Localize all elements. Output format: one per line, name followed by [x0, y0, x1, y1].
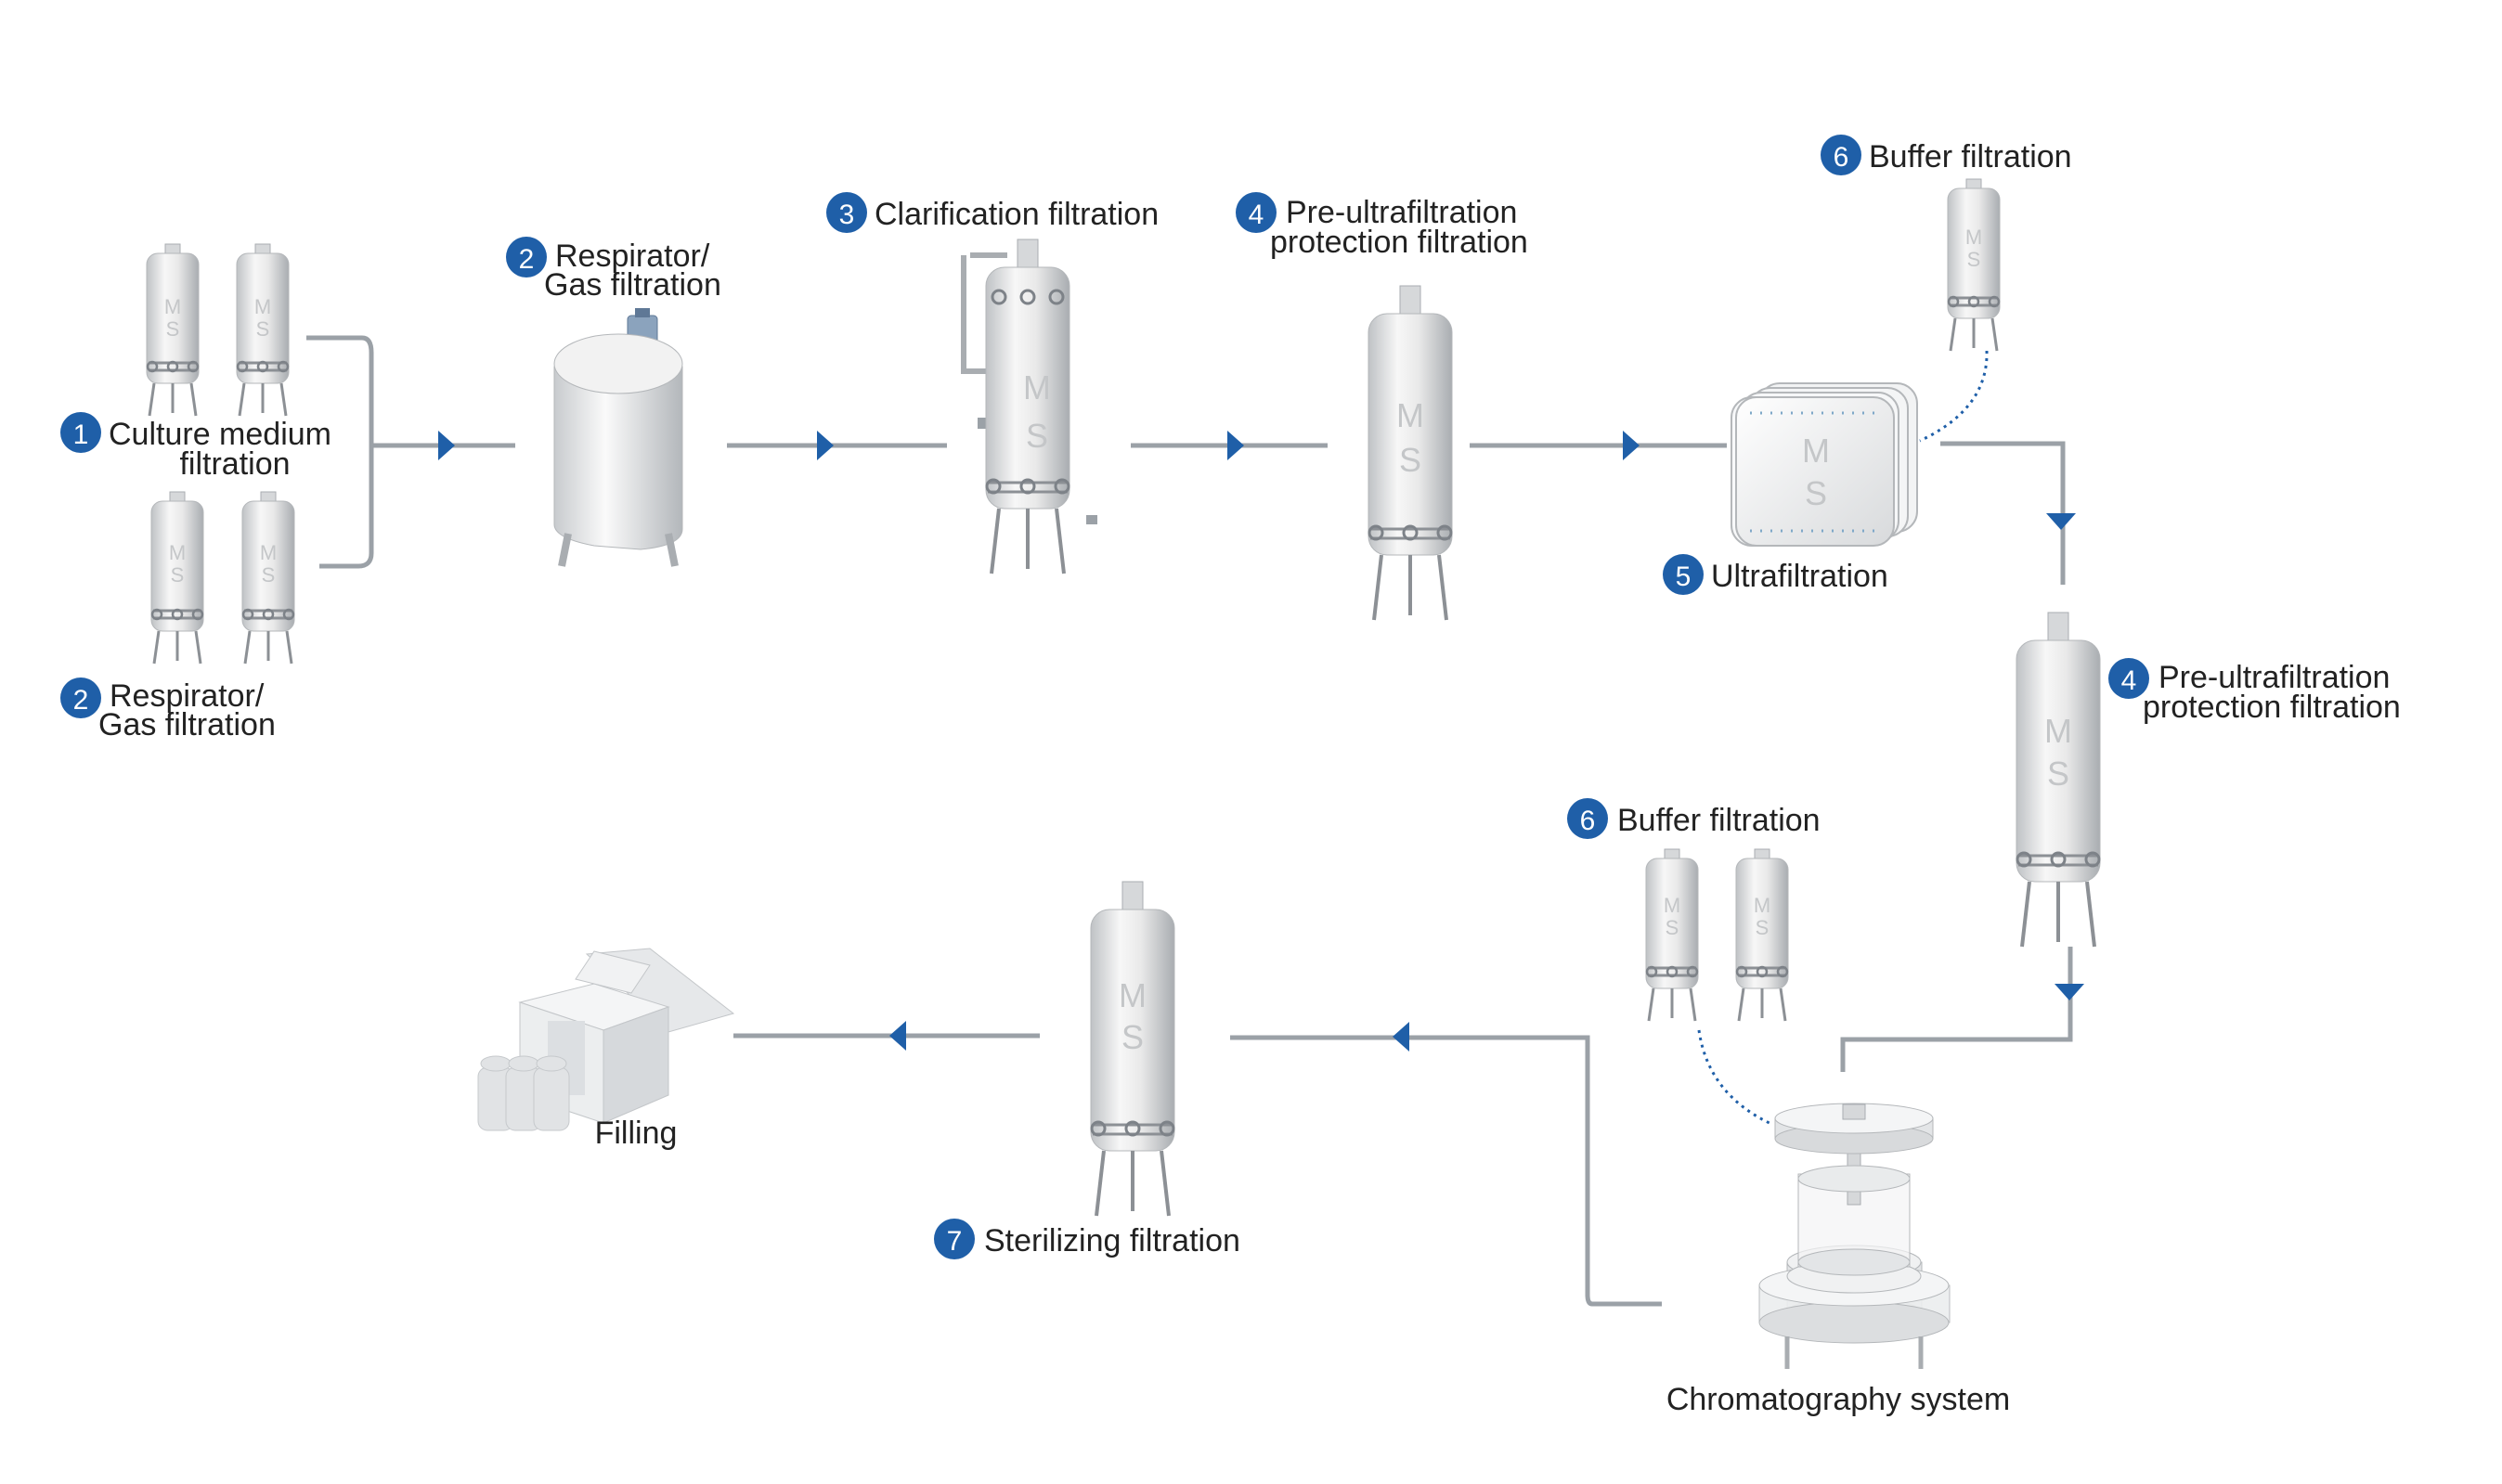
svg-text:Filling: Filling [595, 1116, 678, 1151]
dotted-connector [1697, 1029, 1774, 1127]
clarification-housing: M S [961, 238, 1097, 575]
filling-station [477, 948, 735, 1131]
svg-text:S: S [256, 317, 270, 341]
svg-text:M: M [169, 541, 186, 564]
svg-text:3: 3 [839, 200, 855, 230]
chromatography-column [1758, 1103, 1951, 1369]
svg-text:Pre-ultrafiltration: Pre-ultrafiltration [2158, 660, 2390, 695]
flow-arrow-icon [1623, 431, 1640, 460]
svg-text:M: M [2044, 712, 2072, 750]
svg-text:M: M [1396, 396, 1424, 434]
svg-text:M: M [164, 295, 181, 318]
svg-text:M: M [1023, 368, 1051, 406]
svg-text:S: S [1399, 441, 1421, 479]
dotted-connector [1919, 350, 1989, 443]
svg-text:Pre-ultrafiltration: Pre-ultrafiltration [1286, 195, 1517, 230]
svg-text:M: M [254, 295, 271, 318]
svg-text:M: M [1802, 432, 1830, 470]
label-chromatography-system: Chromatography system [1666, 1382, 2010, 1417]
pre-ultrafiltration-housing: M S [1367, 284, 1454, 622]
buffer-filtration-housing: M S [1644, 847, 1700, 1023]
label-respirator-gas-filtration: 2 Respirator/ Gas filtration [506, 237, 721, 303]
svg-text:S: S [1805, 474, 1827, 512]
svg-text:2: 2 [519, 244, 535, 275]
svg-text:Sterilizing filtration: Sterilizing filtration [984, 1223, 1240, 1258]
label-buffer-filtration: 6 Buffer filtration [1821, 135, 2072, 175]
svg-text:4: 4 [2121, 665, 2137, 696]
respirator-housing: M S [149, 490, 205, 665]
flow-arrow-icon [817, 431, 834, 460]
svg-text:S: S [171, 563, 185, 587]
svg-text:Gas filtration: Gas filtration [544, 267, 721, 303]
svg-text:M: M [1119, 976, 1147, 1014]
svg-text:S: S [262, 563, 276, 587]
svg-text:7: 7 [947, 1226, 963, 1257]
svg-text:Gas filtration: Gas filtration [98, 707, 276, 742]
svg-text:filtration: filtration [179, 446, 290, 482]
ultrafiltration-cassette: M S [1731, 382, 1918, 547]
label-pre-ultrafiltration-protection: 4 Pre-ultrafiltration protection filtrat… [1236, 192, 1528, 260]
svg-text:6: 6 [1834, 142, 1849, 173]
svg-text:Ultrafiltration: Ultrafiltration [1711, 559, 1888, 594]
label-culture-medium-filtration: 1 Culture medium filtration [60, 412, 331, 482]
flow-arrow-icon [1227, 431, 1244, 460]
label-buffer-filtration: 6 Buffer filtration [1567, 798, 1821, 839]
label-respirator-gas-filtration: 2 Respirator/ Gas filtration [60, 677, 276, 742]
flow-arrow-icon [889, 1021, 906, 1051]
svg-text:M: M [1965, 226, 1982, 249]
culture-medium-housing: M S [145, 242, 201, 418]
buffer-filtration-housing: M S [1946, 177, 2002, 353]
svg-text:protection filtration: protection filtration [2143, 690, 2401, 725]
svg-text:Respirator/: Respirator/ [110, 678, 265, 714]
svg-text:Respirator/: Respirator/ [555, 239, 710, 274]
label-filling: Filling [595, 1116, 678, 1151]
flow-arrow-icon [2046, 513, 2076, 530]
svg-text:2: 2 [73, 685, 89, 716]
svg-text:S: S [1967, 248, 1981, 271]
svg-text:S: S [2047, 755, 2069, 793]
label-clarification-filtration: 3 Clarification filtration [826, 192, 1159, 233]
svg-text:6: 6 [1580, 806, 1596, 836]
svg-text:Buffer filtration: Buffer filtration [1869, 139, 2072, 174]
svg-text:M: M [1664, 894, 1680, 917]
svg-text:S: S [1121, 1018, 1144, 1056]
svg-text:M: M [260, 541, 277, 564]
svg-text:Clarification filtration: Clarification filtration [875, 197, 1159, 232]
svg-text:5: 5 [1676, 561, 1692, 592]
svg-text:S: S [1026, 417, 1048, 455]
svg-text:Culture medium: Culture medium [109, 417, 331, 452]
bioreactor-tank [553, 308, 683, 567]
svg-text:1: 1 [73, 419, 89, 450]
svg-text:Buffer filtration: Buffer filtration [1617, 803, 1821, 838]
label-ultrafiltration: 5 Ultrafiltration [1663, 554, 1888, 595]
respirator-housing: M S [240, 490, 296, 665]
svg-text:S: S [166, 317, 180, 341]
svg-text:protection filtration: protection filtration [1270, 225, 1528, 260]
svg-text:S: S [1666, 916, 1679, 939]
flow-arrow-icon [438, 431, 455, 460]
svg-text:Chromatography system: Chromatography system [1666, 1382, 2010, 1417]
svg-text:M: M [1754, 894, 1770, 917]
flow-arrow-icon [1393, 1022, 1409, 1052]
label-pre-ultrafiltration-protection: 4 Pre-ultrafiltration protection filtrat… [2108, 658, 2401, 725]
sterilizing-housing: M S [1089, 880, 1176, 1218]
label-sterilizing-filtration: 7 Sterilizing filtration [934, 1219, 1240, 1259]
culture-medium-housing: M S [235, 242, 291, 418]
flow-arrow-icon [2055, 984, 2084, 1000]
pre-ultrafiltration-housing: M S [2015, 611, 2102, 948]
buffer-filtration-housing: M S [1734, 847, 1790, 1023]
svg-text:4: 4 [1249, 200, 1264, 230]
svg-text:S: S [1756, 916, 1770, 939]
